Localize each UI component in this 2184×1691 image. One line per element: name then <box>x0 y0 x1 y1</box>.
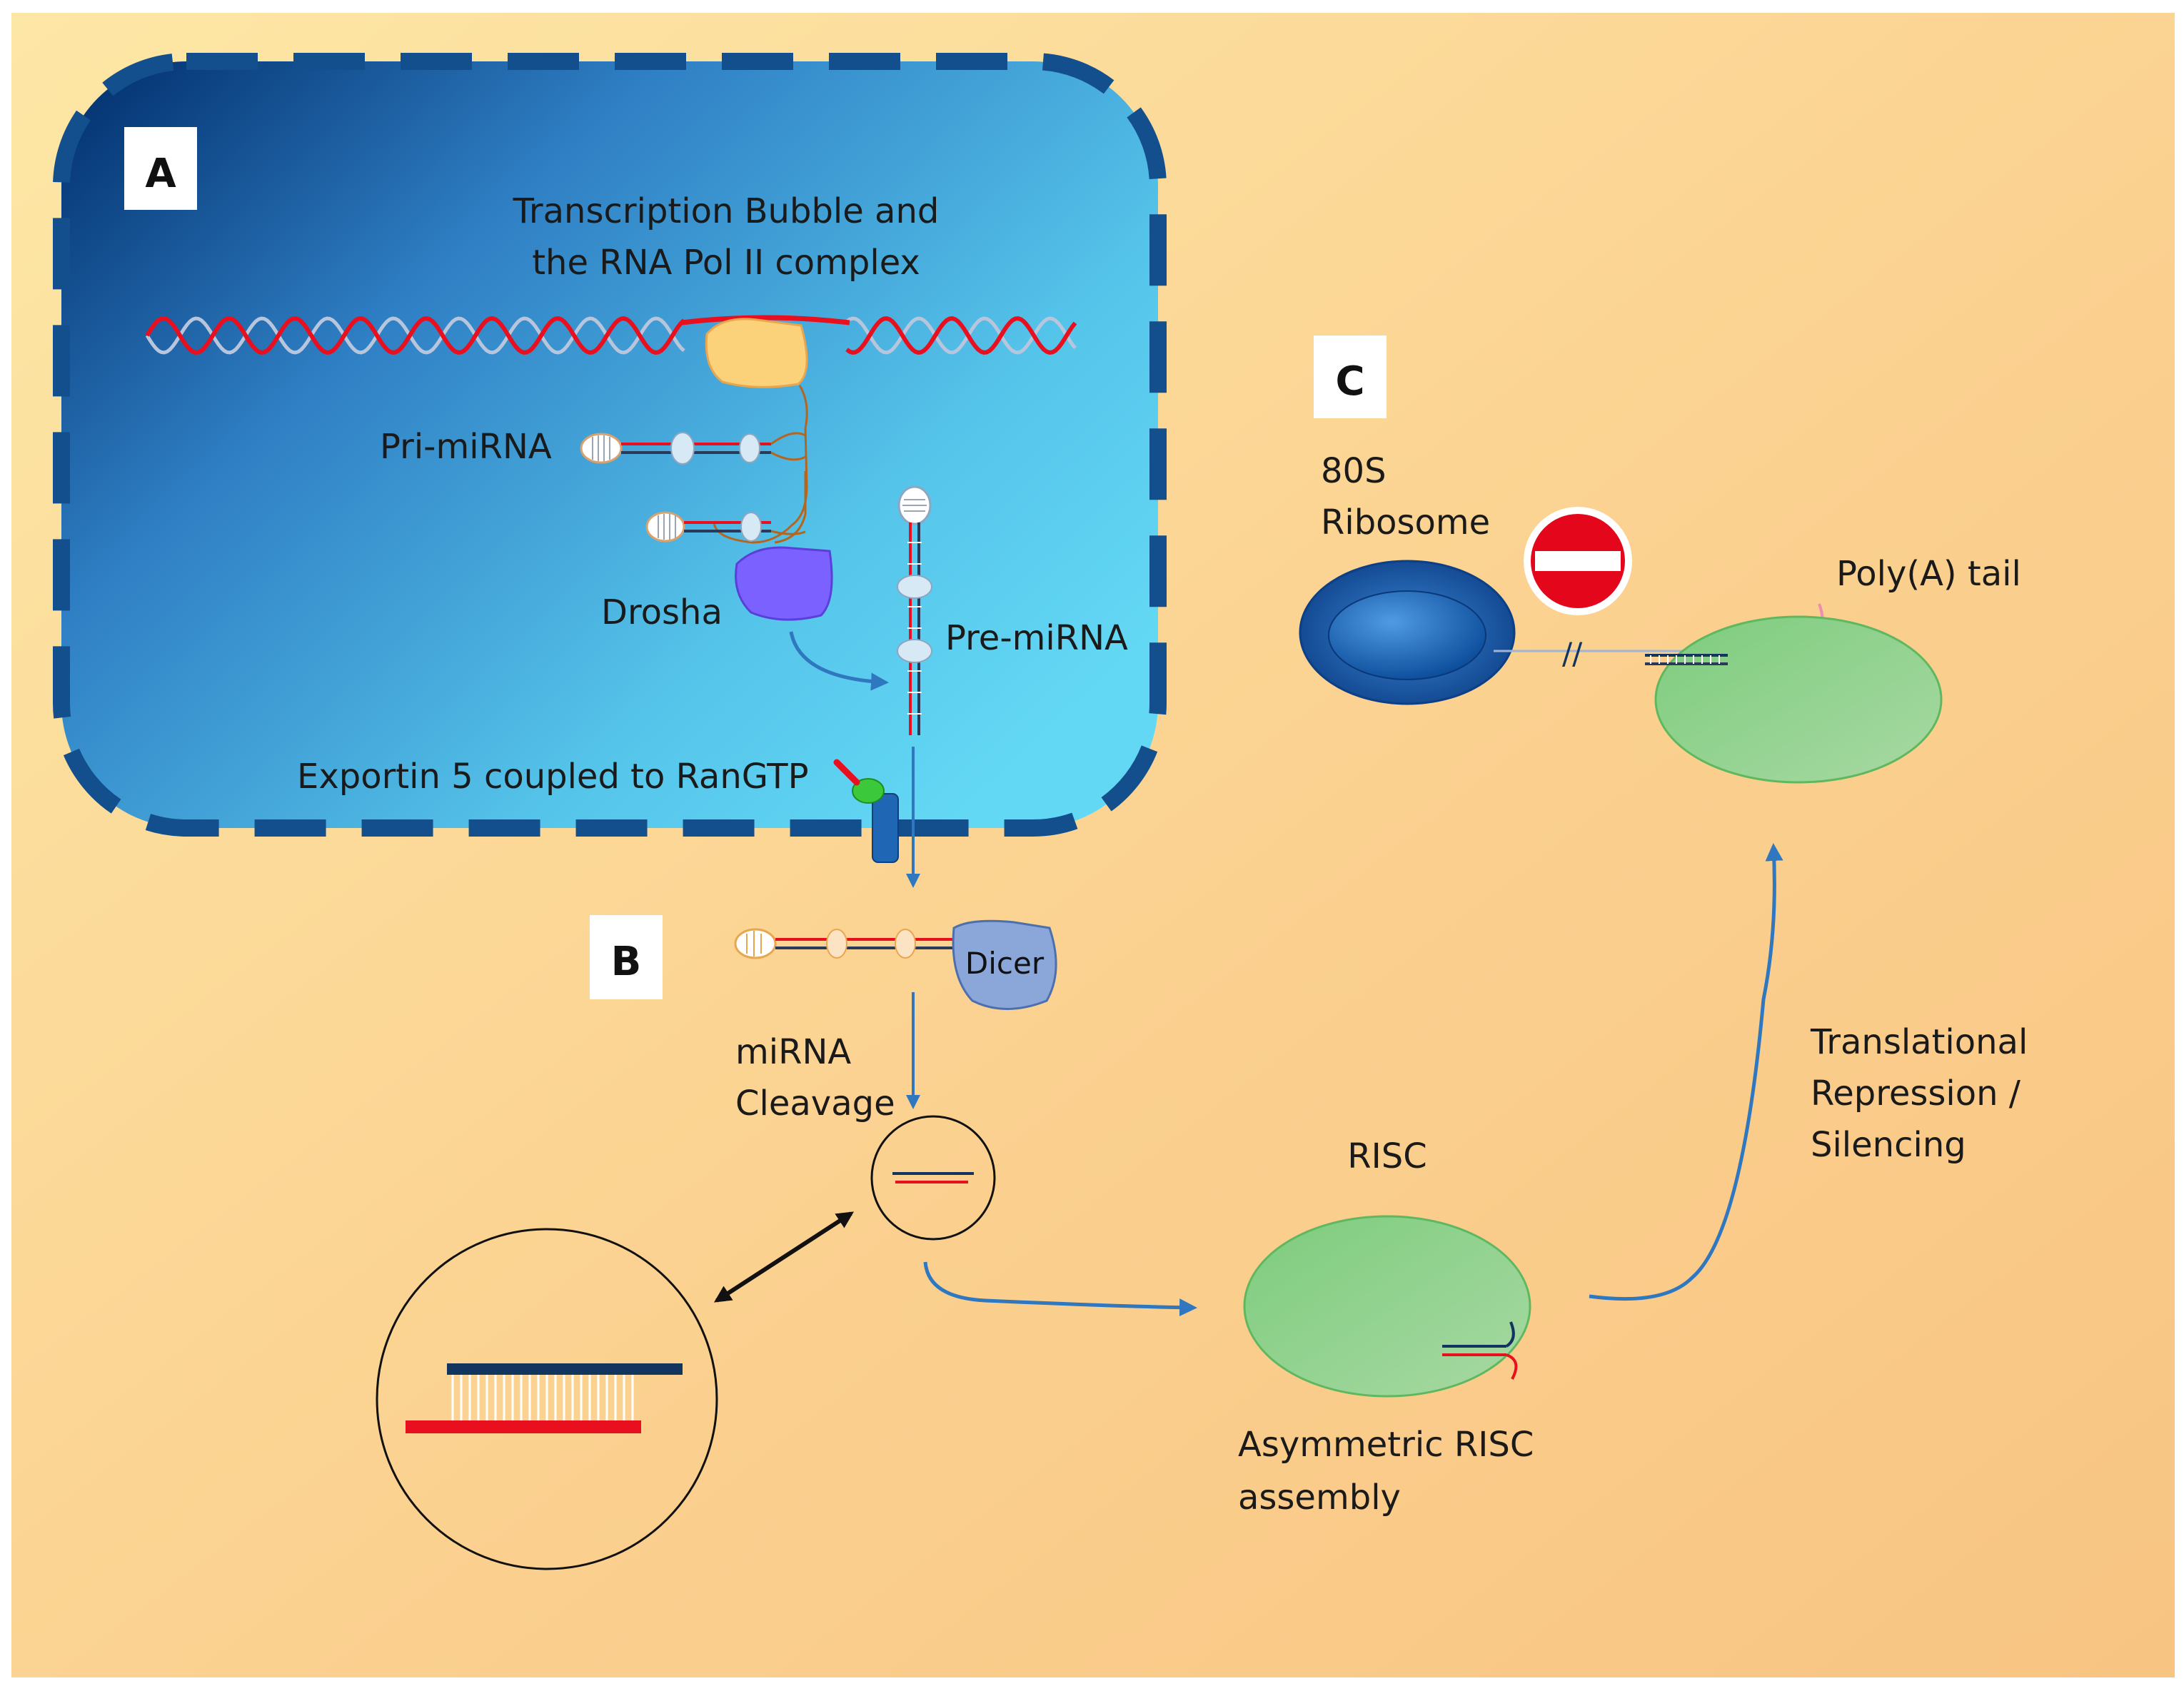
panel-label-a: A <box>124 127 197 210</box>
repression-label-line3: Silencing <box>1811 1125 1966 1165</box>
pri-mirna-hairpin-second <box>645 511 806 542</box>
ribosome-label-line2: Ribosome <box>1321 503 1490 542</box>
pri-mirna-hairpin <box>580 432 806 465</box>
mirna-duplex-large-circle <box>376 1228 718 1570</box>
ribosome-80s <box>1299 560 1516 705</box>
cleavage-label-line2: Cleavage <box>735 1084 895 1124</box>
drosha-label: Drosha <box>601 592 723 632</box>
dna-helix <box>145 315 1077 355</box>
repression-label-line1: Translational <box>1810 1022 2028 1062</box>
to-risc-arrow <box>923 1261 1197 1317</box>
exportin-label: Exportin 5 coupled to RanGTP <box>297 757 809 797</box>
ribosome-label-line1: 80S <box>1321 451 1387 491</box>
mirna-duplex-small-circle <box>870 1115 996 1241</box>
dicer-label: Dicer <box>965 946 1045 981</box>
asymmetric-risc-label-line1: Asymmetric RISC <box>1238 1425 1534 1465</box>
svg-text:C: C <box>1335 358 1364 405</box>
transcription-bubble-strand <box>681 315 850 325</box>
panel-label-c: C <box>1314 335 1387 418</box>
transcription-label-line1: Transcription Bubble and <box>513 191 940 231</box>
asymmetric-risc-label-line2: assembly <box>1238 1478 1401 1518</box>
svg-text:A: A <box>145 151 176 197</box>
pre-mirna-label: Pre-miRNA <box>945 618 1128 658</box>
drosha-to-pre-mirna-arrow <box>789 631 889 691</box>
pre-mirna-dicer-complex <box>734 928 957 959</box>
poly-a-tail-label: Poly(A) tail <box>1836 554 2021 594</box>
exportin-5-ran-gtp <box>833 759 899 863</box>
mrna-break-mark: // <box>1562 636 1583 671</box>
dicer-enzyme <box>952 919 1057 1010</box>
pre-mirna-hairpin <box>897 485 932 735</box>
cleavage-label-line1: miRNA <box>735 1032 851 1072</box>
rna-pol-ii-complex <box>705 318 808 388</box>
mirna-target-duplex <box>1645 654 1728 665</box>
risc-label: RISC <box>1347 1136 1427 1176</box>
translational-repression-arrow <box>1589 843 1783 1301</box>
panel-label-b: B <box>590 915 663 999</box>
nascent-transcript <box>713 385 808 544</box>
zoom-double-arrow <box>713 1211 855 1303</box>
drosha-enzyme <box>735 546 833 621</box>
transcription-label-line2: the RNA Pol II complex <box>532 243 920 283</box>
pri-mirna-label: Pri-miRNA <box>380 427 552 467</box>
svg-text:B: B <box>611 939 642 985</box>
target-mrna-risc <box>1654 615 1943 784</box>
risc-complex <box>1243 1215 1531 1398</box>
repression-label-line2: Repression / <box>1811 1074 2021 1114</box>
stop-sign-icon <box>1524 507 1632 615</box>
